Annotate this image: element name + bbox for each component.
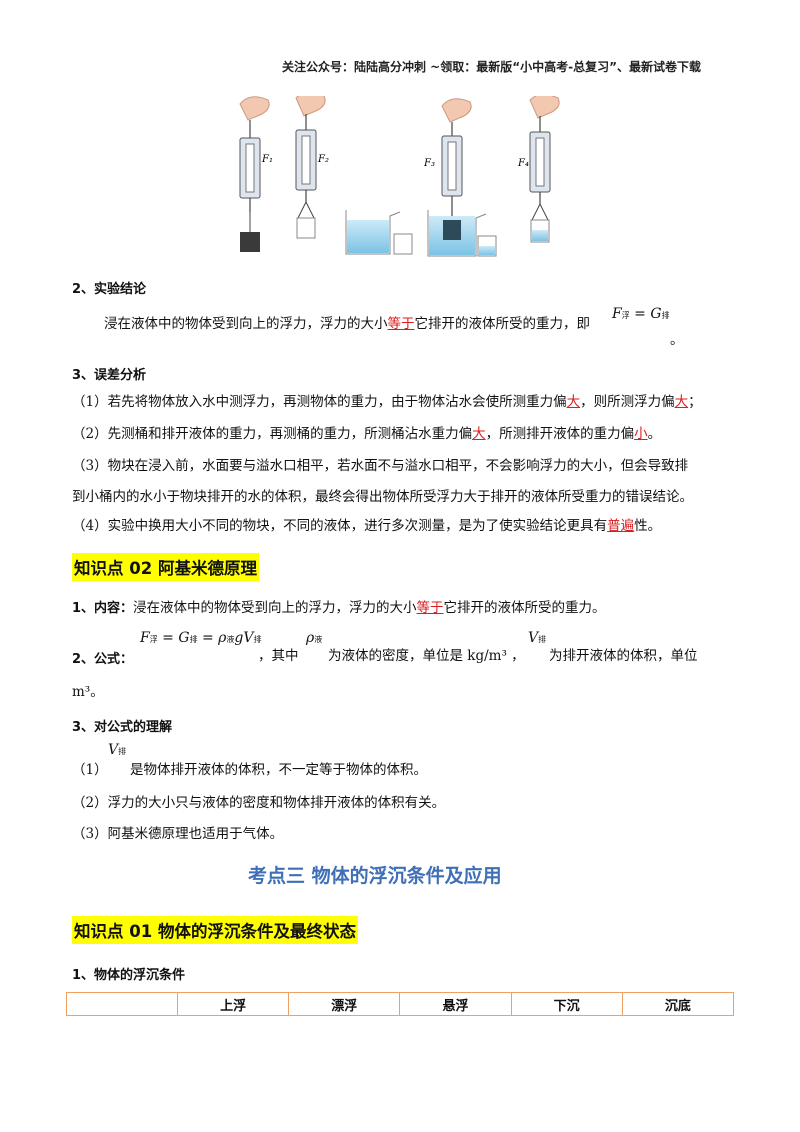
table-header-row: 上浮 漂浮 悬浮 下沉 沉底 xyxy=(66,992,735,1016)
kp02-title: 知识点 02 阿基米德原理 xyxy=(72,553,259,581)
label-f3: F₃ xyxy=(423,158,435,169)
error-line-4: 到小桶内的水小于物块排开的水的体积，最终会得出物体所受浮力大于排开的液体所受重力… xyxy=(72,489,693,505)
v-symbol: V排 xyxy=(528,630,547,646)
kp02-formula: F浮 = G排 = ρ液gV排 xyxy=(140,630,262,646)
rho-symbol: ρ液 xyxy=(306,630,323,646)
conclusion-end: 。 xyxy=(670,332,684,348)
table-header-cell xyxy=(66,992,178,1016)
header-text: 关注公众号：陆陆高分冲刺 ~领取：最新版“小中高考-总复习”、最新试卷下载 xyxy=(282,60,701,74)
rho-description: 为液体的密度，单位是 kg/m³ ， xyxy=(328,648,525,664)
understand-3: （3）阿基米德原理也适用于气体。 xyxy=(72,826,284,842)
v-description: 为排开液体的体积，单位 xyxy=(549,648,698,664)
table-header-cell: 下沉 xyxy=(510,992,623,1016)
overflow-beaker-1 xyxy=(345,210,413,255)
conclusion-post: 它排开的液体所受的重力，即 xyxy=(414,316,591,332)
float-sink-table: 上浮 漂浮 悬浮 下沉 沉底 xyxy=(66,992,735,1016)
table-header-cell: 上浮 xyxy=(176,992,290,1016)
spring-scale-3 xyxy=(427,98,497,257)
kp02-formula-comma: ，其中 xyxy=(258,648,299,664)
experiment-figure: F₁ F₂ F₃ F₄ xyxy=(239,96,560,257)
table-header-cell: 悬浮 xyxy=(399,992,512,1016)
kp01-subheading: 1、物体的浮沉条件 xyxy=(72,968,186,983)
kp01-title: 知识点 01 物体的浮沉条件及最终状态 xyxy=(72,916,358,944)
kp02-formula-label: 2、公式： xyxy=(72,652,134,667)
understand-1-text: 是物体排开液体的体积，不一定等于物体的体积。 xyxy=(130,762,427,778)
understand-1-pre: （1） xyxy=(72,762,108,778)
conclusion-text: 浸在液体中的物体受到向上的浮力，浮力的大小等于它排开的液体所受的重力，即 xyxy=(104,314,590,334)
spring-scale-2 xyxy=(295,96,326,239)
spring-scale-4 xyxy=(529,96,560,243)
kp02-content: 1、内容：浸在液体中的物体受到向上的浮力，浮力的大小等于它排开的液体所受的重力。 xyxy=(72,600,606,616)
table-header-cell: 漂浮 xyxy=(288,992,401,1016)
label-f2: F₂ xyxy=(317,154,329,165)
conclusion-pre: 浸在液体中的物体受到向上的浮力，浮力的大小 xyxy=(104,316,388,332)
formula-fgrow: F浮 = G排 xyxy=(612,306,670,322)
heading-conclusion: 2、实验结论 xyxy=(72,282,147,297)
error-line-1: （1）若先将物体放入水中测浮力，再测物体的重力，由于物体沾水会使所测重力偏大，则… xyxy=(72,394,702,410)
conclusion-red: 等于 xyxy=(387,316,415,332)
label-f1: F₁ xyxy=(261,154,273,165)
error-line-5: （4）实验中换用大小不同的物块，不同的液体，进行多次测量，是为了使实验结论更具有… xyxy=(72,518,662,534)
understand-heading: 3、对公式的理解 xyxy=(72,720,173,735)
error-line-2: （2）先测桶和排开液体的重力，再测桶的重力，所测桶沾水重力偏大，所测排开液体的重… xyxy=(72,426,662,442)
understand-2: （2）浮力的大小只与液体的密度和物体排开液体的体积有关。 xyxy=(72,795,446,811)
error-line-3: （3）物块在浸入前，水面要与溢水口相平，若水面不与溢水口相平，不会影响浮力的大小… xyxy=(72,458,689,474)
heading-error: 3、误差分析 xyxy=(72,368,147,383)
table-header-cell: 沉底 xyxy=(621,992,735,1016)
section-3-title: 考点三 物体的浮沉条件及应用 xyxy=(248,865,502,887)
spring-scale-1 xyxy=(239,96,270,252)
label-f4: F₄ xyxy=(517,158,529,169)
understand-1-v: V排 xyxy=(108,742,127,758)
unit-m3: m³。 xyxy=(72,684,104,700)
